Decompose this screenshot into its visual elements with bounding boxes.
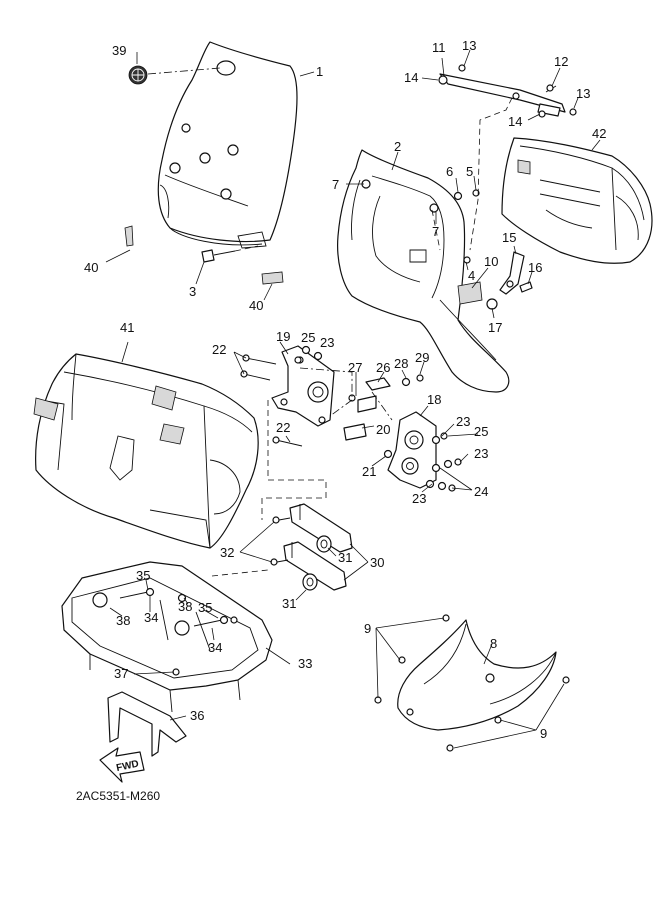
- callout-18: 18: [427, 392, 441, 407]
- fwd-arrow-icon: FWD: [99, 747, 145, 783]
- callout-19: 19: [276, 329, 290, 344]
- callout-10: 10: [484, 254, 498, 269]
- callout-23: 23: [456, 414, 470, 429]
- callout-15: 15: [502, 230, 516, 245]
- callout-3: 3: [189, 284, 196, 299]
- callout-23: 23: [412, 491, 426, 506]
- callout-27: 27: [348, 360, 362, 375]
- callout-21: 21: [362, 464, 376, 479]
- label-part-10: [457, 281, 483, 305]
- callout-40: 40: [249, 298, 263, 313]
- bracket-part-18: [387, 411, 437, 489]
- callout-24: 24: [474, 484, 488, 499]
- stay-part-15: [486, 251, 533, 310]
- callout-14: 14: [508, 114, 522, 129]
- storage-bag-part-42: [501, 137, 653, 264]
- bolts-part-32: [270, 516, 291, 566]
- nuts-top-parts-23-25: [294, 345, 323, 364]
- callout-23: 23: [320, 335, 334, 350]
- bracket-part-36: [107, 691, 187, 757]
- front-panel-part-1: [157, 41, 298, 249]
- fwd-label: FWD: [115, 759, 140, 774]
- callout-23: 23: [474, 446, 488, 461]
- storage-bag-part-41: [33, 353, 259, 549]
- sticker-part-40-bottom: [261, 271, 284, 285]
- emblem-part-39: [128, 65, 221, 85]
- callout-13: 13: [576, 86, 590, 101]
- callout-35: 35: [136, 568, 150, 583]
- stay-part-11: [438, 64, 577, 118]
- callout-22: 22: [212, 342, 226, 357]
- callout-5: 5: [466, 164, 473, 179]
- callout-42: 42: [592, 126, 606, 141]
- callout-20: 20: [376, 422, 390, 437]
- callout-17: 17: [488, 320, 502, 335]
- part-4-and-5-and-6-and-7: [453, 189, 480, 264]
- callout-11: 11: [432, 40, 446, 55]
- callout-7: 7: [432, 224, 439, 239]
- callout-30: 30: [370, 555, 384, 570]
- callout-32: 32: [220, 545, 234, 560]
- callout-6: 6: [446, 164, 453, 179]
- bracket-part-19: [271, 345, 335, 427]
- callout-9: 9: [540, 726, 547, 741]
- screw-part-3: [201, 245, 259, 263]
- callout-39: 39: [112, 43, 126, 58]
- clamp-parts-20-26-27: [343, 374, 424, 459]
- callout-13: 13: [462, 38, 476, 53]
- callout-31: 31: [338, 550, 352, 565]
- nuts-right-parts-23-24-25: [425, 432, 462, 492]
- callout-38: 38: [178, 599, 192, 614]
- callout-16: 16: [528, 260, 542, 275]
- callout-31: 31: [282, 596, 296, 611]
- leader-lines: [105, 49, 601, 749]
- callout-9: 9: [364, 621, 371, 636]
- callout-25: 25: [301, 330, 315, 345]
- diagram-code: 2AC5351-M260: [76, 789, 160, 803]
- callout-26: 26: [376, 360, 390, 375]
- callout-8: 8: [490, 636, 497, 651]
- callout-4: 4: [468, 268, 475, 283]
- callout-38: 38: [116, 613, 130, 628]
- callout-14: 14: [404, 70, 418, 85]
- callout-36: 36: [190, 708, 204, 723]
- callout-7: 7: [332, 177, 339, 192]
- callout-34: 34: [208, 640, 222, 655]
- callout-40: 40: [84, 260, 98, 275]
- carrier-frame-part-33: [61, 561, 273, 713]
- under-cover-part-8: [397, 619, 557, 731]
- callout-1: 1: [316, 64, 323, 79]
- callout-28: 28: [394, 356, 408, 371]
- inner-panel-part-2: [337, 149, 510, 393]
- callout-2: 2: [394, 139, 401, 154]
- stays-part-30: [283, 503, 353, 591]
- callout-12: 12: [554, 54, 568, 69]
- callout-35: 35: [198, 600, 212, 615]
- callout-22: 22: [276, 420, 290, 435]
- callout-25: 25: [474, 424, 488, 439]
- sticker-part-40-left: [124, 225, 134, 247]
- callout-37: 37: [114, 666, 128, 681]
- callout-34: 34: [144, 610, 158, 625]
- bolts-parts-34-35-38: [119, 587, 238, 636]
- callout-41: 41: [120, 320, 134, 335]
- assembly-dashed-lines: [211, 97, 513, 577]
- callout-29: 29: [415, 350, 429, 365]
- callout-33: 33: [298, 656, 312, 671]
- callout-labels: 39 1 40 3 40 11 13 12 14 13 14 42 2 6 5 …: [84, 38, 606, 741]
- washers-part-31: [302, 535, 332, 591]
